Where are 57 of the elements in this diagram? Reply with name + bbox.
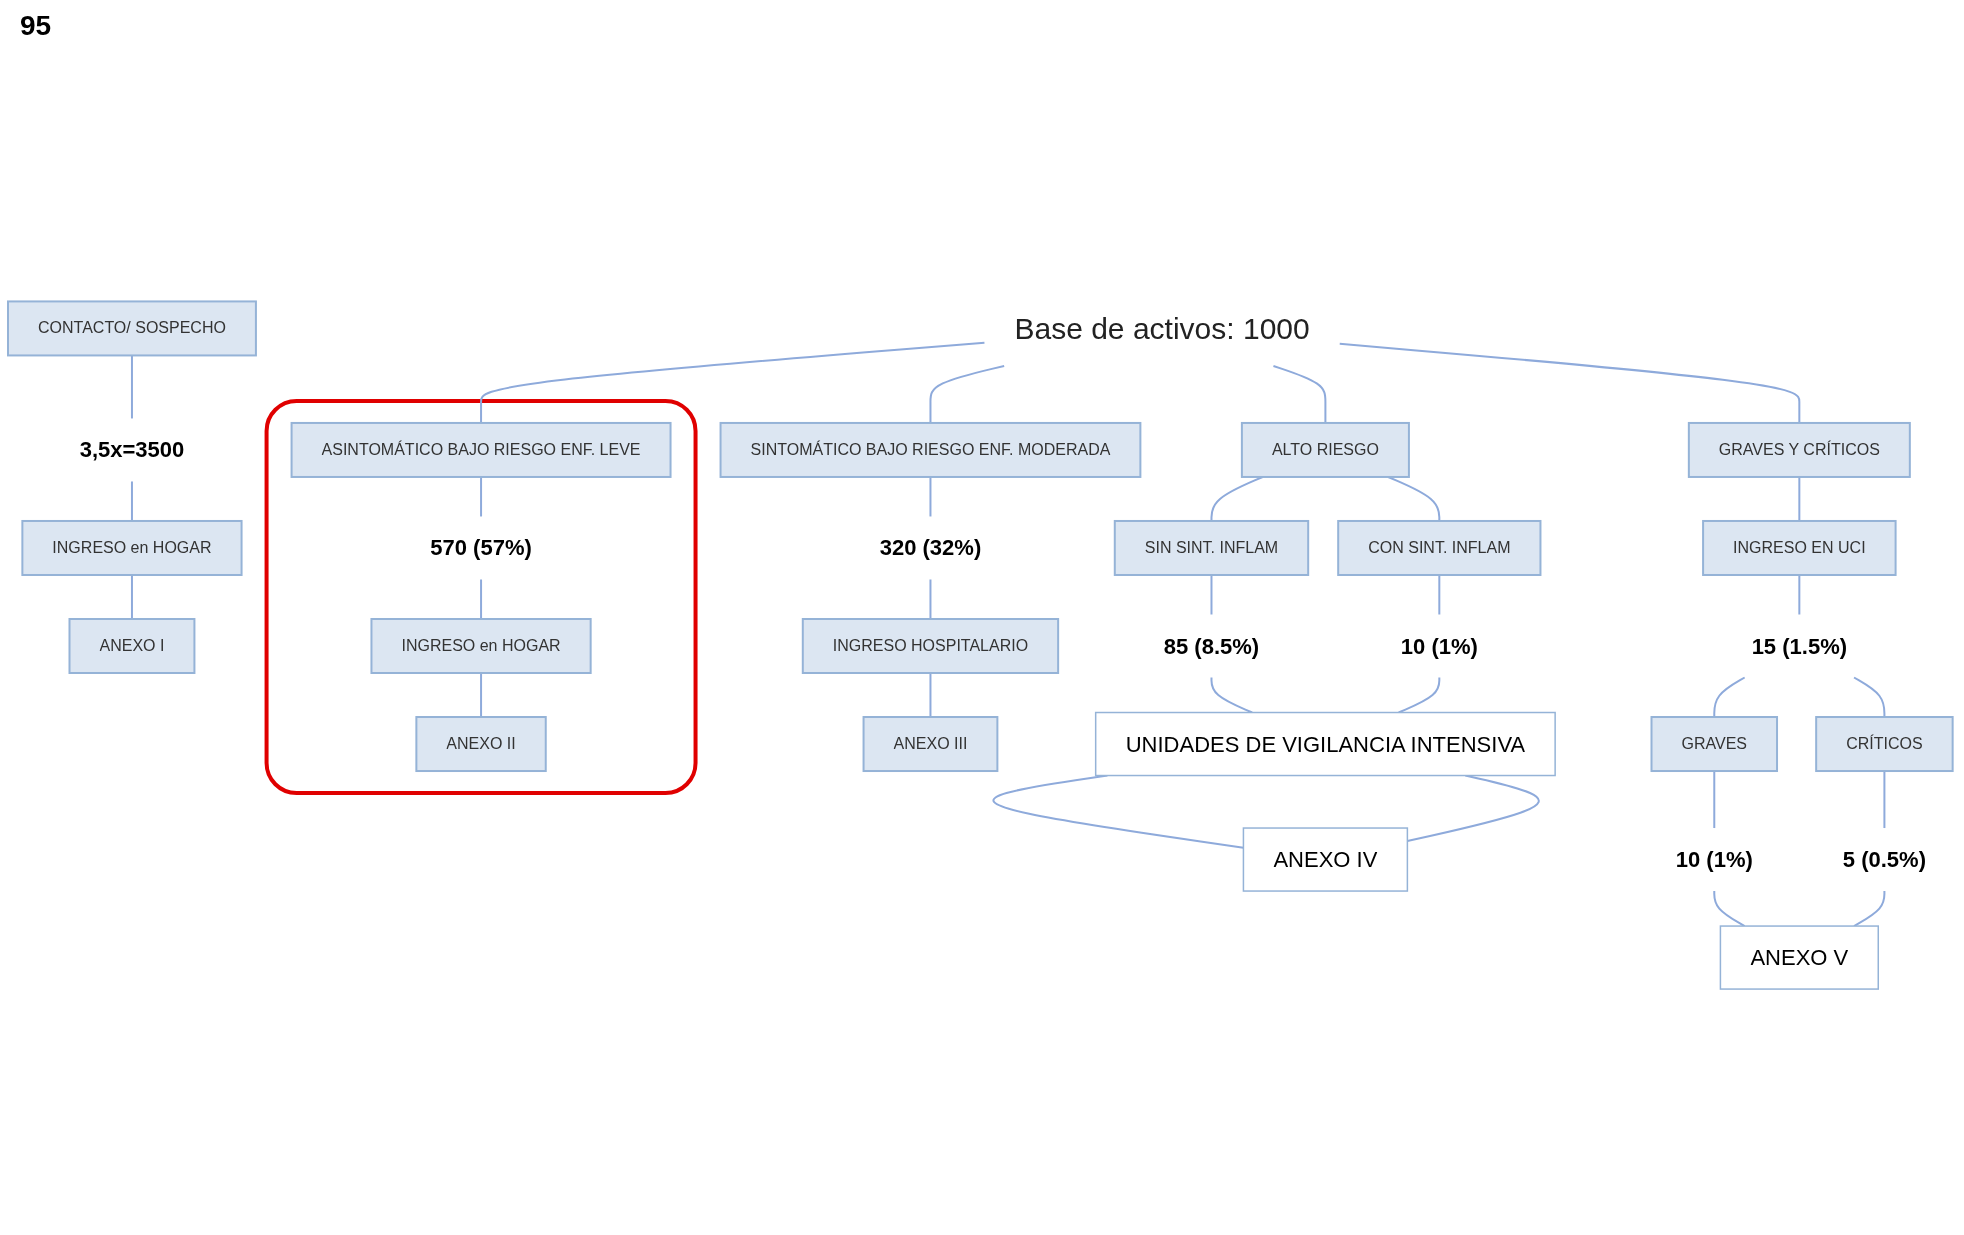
node-box: UNIDADES DE VIGILANCIA INTENSIVA xyxy=(1094,711,1556,777)
connector xyxy=(1853,890,1886,928)
node-box: INGRESO en HOGAR xyxy=(370,618,592,674)
connector xyxy=(1338,342,1801,424)
node-text: 3,5x=3500 xyxy=(79,437,185,463)
connector xyxy=(130,480,133,522)
node-text: 15 (1.5%) xyxy=(1751,633,1848,659)
node-text: 10 (1%) xyxy=(1675,847,1753,873)
node-box: INGRESO HOSPITALARIO xyxy=(801,618,1060,674)
node-box: CONTACTO/ SOSPECHO xyxy=(7,300,257,357)
node-box: ALTO RIESGO xyxy=(1240,421,1410,478)
connector xyxy=(1798,475,1801,522)
connector xyxy=(1713,676,1746,718)
node-box: CON SINT. INFLAM xyxy=(1337,520,1542,576)
connector xyxy=(1210,676,1254,714)
connector xyxy=(1713,890,1746,928)
node-box: ANEXO V xyxy=(1719,925,1879,990)
node-text: Base de activos: 1000 xyxy=(1014,311,1310,345)
connector xyxy=(1798,574,1801,616)
connector xyxy=(130,354,133,420)
node-box: ANEXO I xyxy=(68,618,196,674)
connector xyxy=(1387,475,1441,522)
node-text: 570 (57%) xyxy=(430,535,532,561)
connector xyxy=(929,672,932,718)
connector xyxy=(1210,574,1213,616)
connector xyxy=(1438,574,1441,616)
node-box: ANEXO IV xyxy=(1242,827,1409,892)
connector xyxy=(929,364,1006,424)
connector xyxy=(1883,770,1886,830)
connector xyxy=(929,475,932,518)
node-box: GRAVES xyxy=(1650,716,1779,773)
connector xyxy=(1210,475,1264,522)
connector xyxy=(1272,364,1327,424)
node-box: ANEXO III xyxy=(862,716,999,773)
node-text: 10 (1%) xyxy=(1400,633,1478,659)
node-box: SINTOMÁTICO BAJO RIESGO ENF. MODERADA xyxy=(719,421,1142,478)
connector xyxy=(480,578,483,620)
node-box: GRAVES Y CRÍTICOS xyxy=(1687,421,1911,478)
connector xyxy=(480,672,483,718)
count-text: 95 xyxy=(20,10,52,42)
connector xyxy=(480,341,986,424)
node-box: ASINTOMÁTICO BAJO RIESGO ENF. LEVE xyxy=(290,421,672,478)
connector xyxy=(130,574,133,620)
connector xyxy=(1397,676,1441,714)
connector xyxy=(480,475,483,518)
node-text: 320 (32%) xyxy=(879,535,982,561)
node-text: 85 (8.5%) xyxy=(1163,633,1260,659)
connector xyxy=(929,578,932,620)
cluster xyxy=(264,398,698,796)
node-box: CRÍTICOS xyxy=(1815,716,1954,773)
connector xyxy=(1853,676,1886,718)
node-box: INGRESO EN UCI xyxy=(1702,520,1897,576)
node-text: 5 (0.5%) xyxy=(1842,847,1926,873)
node-box: SIN SINT. INFLAM xyxy=(1113,520,1310,576)
connector xyxy=(1713,770,1716,830)
node-box: ANEXO II xyxy=(415,716,547,773)
node-box: INGRESO en HOGAR xyxy=(21,520,243,576)
